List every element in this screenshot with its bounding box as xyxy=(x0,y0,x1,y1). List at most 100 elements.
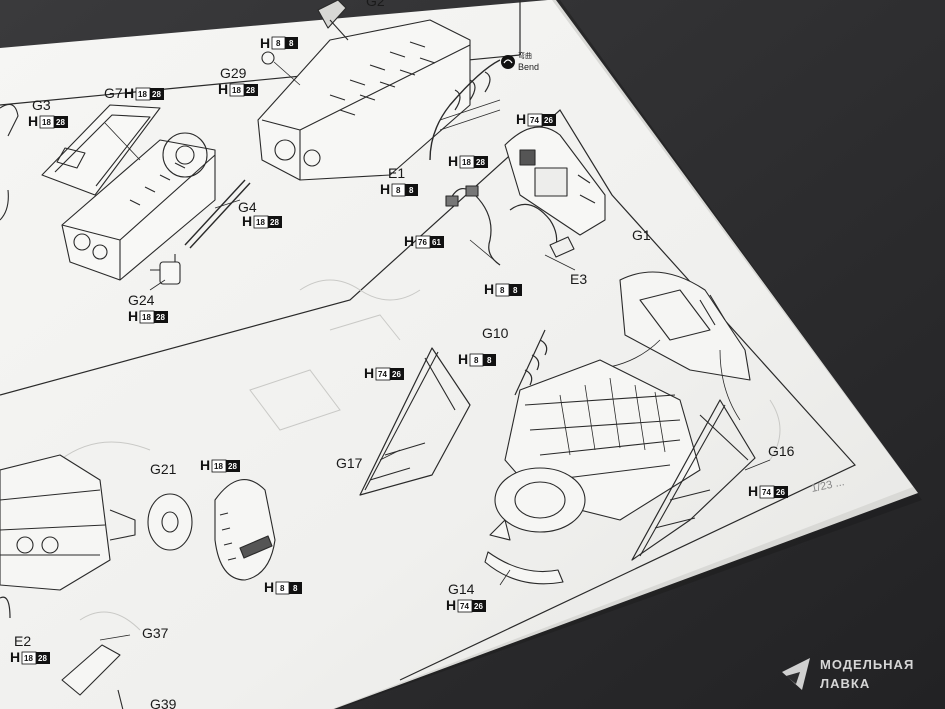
svg-text:H: H xyxy=(10,649,20,665)
svg-text:28: 28 xyxy=(56,118,65,127)
bend-arrow-icon xyxy=(501,55,515,69)
paint-code-g21-wheel: H 8 8 xyxy=(264,579,302,595)
svg-text:8: 8 xyxy=(474,356,479,365)
paint-code-g3: H 18 28 xyxy=(28,113,68,129)
svg-text:26: 26 xyxy=(392,370,401,379)
paint-code-g14: H 74 26 xyxy=(446,597,486,613)
svg-text:8: 8 xyxy=(276,39,281,48)
part-label-g24: G24 xyxy=(128,292,155,308)
svg-text:H: H xyxy=(458,351,468,367)
svg-text:74: 74 xyxy=(460,602,469,611)
part-label-g10: G10 xyxy=(482,325,509,341)
svg-text:H: H xyxy=(28,113,38,129)
svg-text:H: H xyxy=(200,457,210,473)
paint-code-e3: H 8 8 xyxy=(484,281,522,297)
svg-text:H: H xyxy=(260,35,270,51)
svg-text:H: H xyxy=(128,308,138,324)
svg-text:H: H xyxy=(124,85,134,101)
paint-code-g16: H 74 26 xyxy=(748,483,788,499)
svg-text:8: 8 xyxy=(500,286,505,295)
paint-code-g17: H 74 26 xyxy=(364,365,404,381)
svg-text:28: 28 xyxy=(228,462,237,471)
paint-code-h76: H 76 61 xyxy=(404,233,444,249)
ghost-print xyxy=(59,279,781,631)
part-label-g17: G17 xyxy=(336,455,363,471)
svg-text:18: 18 xyxy=(138,90,147,99)
svg-text:18: 18 xyxy=(214,462,223,471)
part-label-g37: G37 xyxy=(142,625,169,641)
svg-text:61: 61 xyxy=(432,238,441,247)
svg-text:74: 74 xyxy=(378,370,387,379)
paint-code-top: H 8 8 xyxy=(260,35,298,51)
svg-text:18: 18 xyxy=(256,218,265,227)
svg-text:18: 18 xyxy=(232,86,241,95)
paint-code-g24: H 18 28 xyxy=(128,308,168,324)
svg-text:H: H xyxy=(516,111,526,127)
paint-code-e2: H 18 28 xyxy=(10,649,50,665)
svg-text:8: 8 xyxy=(280,584,285,593)
watermark: МОДЕЛЬНАЯ ЛАВКА xyxy=(782,657,914,691)
part-label-g21: G21 xyxy=(150,461,177,477)
svg-text:H: H xyxy=(380,181,390,197)
paint-code-mid: H 18 28 xyxy=(448,153,488,169)
svg-text:18: 18 xyxy=(24,654,33,663)
svg-text:H: H xyxy=(446,597,456,613)
watermark-line2: ЛАВКА xyxy=(820,676,870,691)
svg-text:74: 74 xyxy=(530,116,539,125)
paint-code-g7: H 18 28 xyxy=(124,85,164,101)
svg-text:H: H xyxy=(404,233,414,249)
svg-text:28: 28 xyxy=(270,218,279,227)
svg-text:28: 28 xyxy=(38,654,47,663)
svg-text:18: 18 xyxy=(462,158,471,167)
svg-text:28: 28 xyxy=(156,313,165,322)
svg-text:8: 8 xyxy=(513,286,518,295)
svg-text:74: 74 xyxy=(762,488,771,497)
part-label-e2: E2 xyxy=(14,633,31,649)
svg-text:8: 8 xyxy=(289,39,294,48)
svg-text:26: 26 xyxy=(544,116,553,125)
paint-code-e1: H 8 8 xyxy=(380,181,418,197)
part-label-g29: G29 xyxy=(220,65,247,81)
paint-code-g29: H 18 28 xyxy=(218,81,258,97)
svg-text:28: 28 xyxy=(246,86,255,95)
watermark-line1: МОДЕЛЬНАЯ xyxy=(820,657,914,672)
part-label-g4: G4 xyxy=(238,199,257,215)
firewall-panel-drawing xyxy=(445,126,606,271)
firewall-detail-drawing xyxy=(579,271,751,421)
svg-text:26: 26 xyxy=(776,488,785,497)
part-label-g14: G14 xyxy=(448,581,475,597)
bend-note: 弯曲 Bend xyxy=(501,51,539,72)
gearbox-drawing xyxy=(0,454,276,709)
svg-text:28: 28 xyxy=(476,158,485,167)
part-label-g7: G7 xyxy=(104,85,123,101)
svg-text:8: 8 xyxy=(487,356,492,365)
svg-text:H: H xyxy=(748,483,758,499)
svg-text:H: H xyxy=(484,281,494,297)
paint-code-g10: H 8 8 xyxy=(458,351,496,367)
svg-text:18: 18 xyxy=(42,118,51,127)
svg-text:18: 18 xyxy=(142,313,151,322)
svg-text:H: H xyxy=(448,153,458,169)
part-label-g16: G16 xyxy=(768,443,795,459)
svg-text:H: H xyxy=(364,365,374,381)
svg-text:28: 28 xyxy=(152,90,161,99)
paint-code-g4: H 18 28 xyxy=(242,213,282,229)
svg-text:弯曲: 弯曲 xyxy=(518,51,532,60)
part-label-g2: G2 xyxy=(366,0,385,9)
svg-text:H: H xyxy=(264,579,274,595)
svg-text:8: 8 xyxy=(293,584,298,593)
svg-text:76: 76 xyxy=(418,238,427,247)
engine-block-drawing xyxy=(257,0,501,181)
part-label-g3: G3 xyxy=(32,97,51,113)
svg-text:H: H xyxy=(242,213,252,229)
part-label-e3: E3 xyxy=(570,271,587,287)
paint-code-firewall: H 74 26 xyxy=(516,111,556,127)
part-label-g1: G1 xyxy=(632,227,651,243)
svg-text:8: 8 xyxy=(409,186,414,195)
svg-text:8: 8 xyxy=(396,186,401,195)
part-label-e1: E1 xyxy=(388,165,405,181)
engine-head-drawing xyxy=(0,103,251,291)
svg-text:26: 26 xyxy=(474,602,483,611)
paint-code-g21: H 18 28 xyxy=(200,457,240,473)
